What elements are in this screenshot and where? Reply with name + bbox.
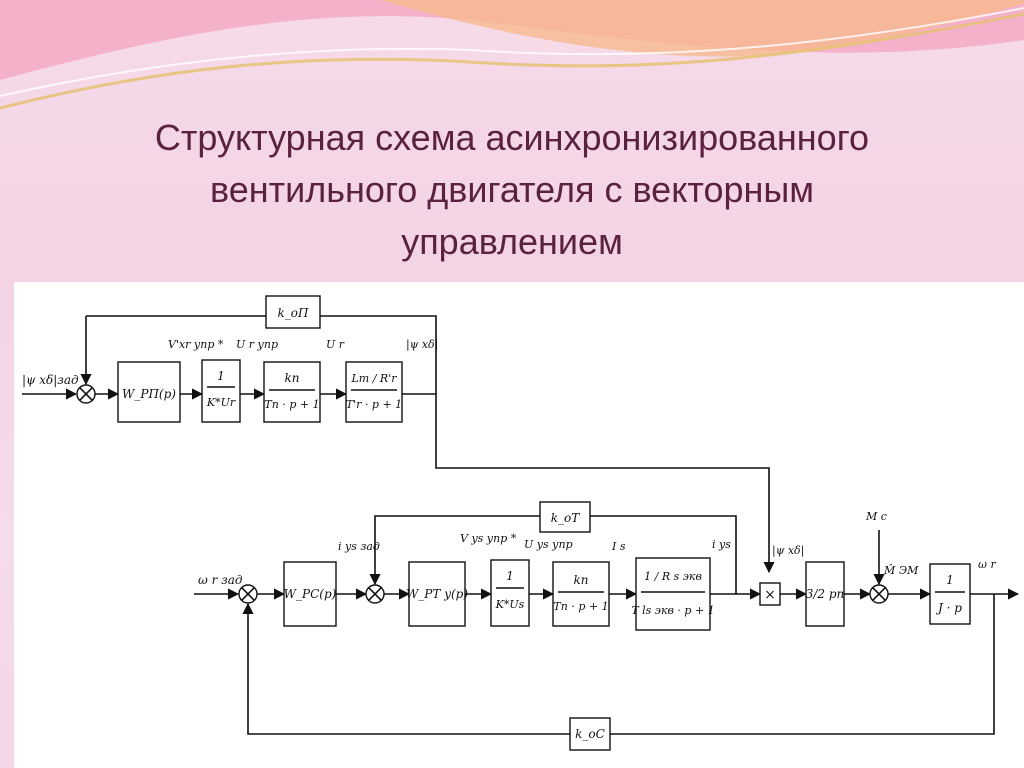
top-block-1	[201, 359, 241, 423]
bottom-signal-psi: |ψ xδ|	[772, 544, 804, 558]
torque-gain-block	[805, 561, 845, 627]
diagram-panel: |ψ xδ|зад W_РП(p) V'xr упр * 1 K*Ur U r …	[14, 282, 1024, 768]
current-feedback-right	[590, 515, 737, 594]
speed-feedback-left	[242, 602, 570, 735]
speed-regulator-label: W_PC(p)	[284, 587, 337, 601]
torque-summing-junction	[869, 584, 889, 604]
bottom-signal-u-upr: U ys упр	[524, 538, 573, 551]
em-torque-label: M̂ ЭМ	[883, 564, 919, 577]
title-line-3: управлением	[401, 221, 623, 262]
bottom-block-2-num: kп	[574, 573, 589, 587]
top-summing-junction	[76, 384, 96, 404]
top-signal-psi: |ψ xδ|	[406, 338, 438, 352]
bottom-signal-is: I s	[611, 540, 626, 553]
speed-feedback-gain-block	[569, 717, 611, 751]
top-regulator-block	[117, 361, 181, 423]
bottom-block-1-den: K*Us	[495, 598, 525, 611]
top-input-label: |ψ xδ|зад	[22, 373, 79, 387]
mechanical-block-den: J · p	[935, 601, 962, 615]
top-block-2-den: Tп · p + 1	[264, 398, 319, 411]
bottom-signal-iys: i ys	[712, 538, 731, 551]
current-ref-label: i ys зад	[338, 540, 380, 553]
top-block-1-num: 1	[217, 369, 225, 383]
top-feedback-line-right	[320, 315, 437, 394]
speed-summing-junction	[238, 584, 258, 604]
wave-gold-line	[0, 12, 1024, 110]
slide-title: Структурная схема асинхронизированного в…	[60, 112, 964, 268]
bottom-block-3-den: T ls экв · p + 1	[631, 604, 714, 617]
top-output-to-multiplier	[402, 393, 775, 574]
top-feedback-gain-block	[265, 295, 321, 329]
bottom-input-label: ω r зад	[198, 573, 243, 587]
current-regulator-label: W_PT y(p)	[406, 587, 468, 601]
bottom-block-1	[490, 559, 530, 627]
wave-white-line	[0, 7, 1024, 97]
top-block-3-den: T'r · p + 1	[346, 398, 402, 411]
mechanical-block-num: 1	[946, 573, 954, 587]
bottom-block-3	[635, 557, 711, 631]
top-regulator-label: W_РП(p)	[122, 387, 176, 401]
bottom-signal-v: V ys упр *	[460, 532, 517, 545]
background-wave-decoration	[0, 0, 1024, 110]
speed-feedback-gain-label: k_oC	[575, 727, 605, 741]
torque-gain-label: 3/2 pп	[806, 587, 845, 601]
top-block-1-den: K*Ur	[206, 396, 236, 409]
top-block-2-num: kп	[285, 371, 300, 385]
multiplier-label: ×	[764, 587, 776, 603]
speed-feedback-right	[598, 594, 995, 735]
bottom-block-1-num: 1	[506, 569, 514, 583]
top-signal-v: V'xr упр *	[168, 338, 224, 351]
current-feedback-left	[369, 515, 540, 586]
top-signal-u: U r	[326, 338, 345, 351]
title-line-1: Структурная схема асинхронизированного	[154, 117, 870, 158]
bottom-block-2	[552, 561, 610, 627]
speed-regulator-block	[283, 561, 337, 627]
load-torque-label: M c	[865, 510, 887, 523]
title-line-2: вентильного двигателя с векторным	[209, 169, 814, 210]
top-feedback-gain-label: k_oП	[278, 306, 309, 320]
current-feedback-gain-block	[539, 501, 591, 533]
current-summing-junction	[365, 584, 385, 604]
top-signal-u-upr: U r упр	[236, 338, 278, 351]
mechanical-block	[929, 563, 971, 625]
current-feedback-gain-label: k_oT	[551, 511, 580, 525]
bottom-block-2-den: Tп · p + 1	[553, 600, 608, 613]
top-block-3-num: Lm / R'r	[351, 372, 398, 385]
block-diagram: |ψ xδ|зад W_РП(p) V'xr упр * 1 K*Ur U r …	[22, 295, 1020, 751]
top-block-3	[345, 361, 403, 423]
bottom-block-3-num: 1 / R s экв	[644, 570, 702, 583]
top-block-2	[263, 361, 321, 423]
output-label: ω r	[978, 558, 996, 571]
